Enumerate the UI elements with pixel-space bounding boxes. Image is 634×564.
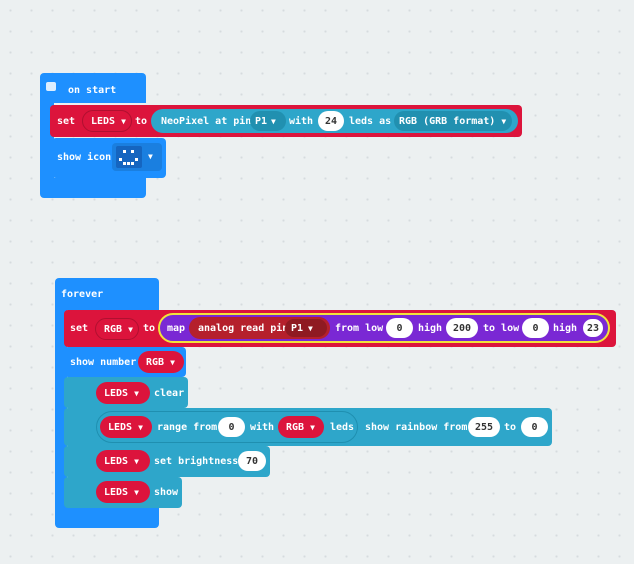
rgb-label: RGB [146, 356, 165, 368]
to-word: to [143, 323, 156, 334]
led-dot [123, 150, 126, 153]
show-icon-label: show icon [57, 152, 112, 163]
leds-label: LEDS [104, 486, 129, 498]
to-word: to [135, 116, 148, 127]
from-high-input[interactable]: 200 [446, 318, 478, 338]
clear-label: clear [154, 388, 185, 399]
led-dot [135, 158, 138, 161]
leds-label: LEDS [104, 387, 129, 399]
led-dot [131, 150, 134, 153]
high-word: high [418, 323, 443, 334]
leds-variable-dropdown[interactable]: LEDS ▼ [82, 110, 132, 132]
led-grid-icon [116, 146, 142, 168]
mode-label: RGB (GRB format) [399, 115, 496, 127]
leds-word: leds [330, 422, 355, 433]
rgb-variable-dropdown[interactable]: RGB ▼ [95, 318, 139, 340]
to-low-input[interactable]: 0 [522, 318, 549, 338]
chevron-down-icon: ▼ [134, 456, 139, 466]
show-label: show [154, 487, 179, 498]
chevron-down-icon: ▼ [121, 116, 126, 126]
chevron-down-icon[interactable]: ▼ [148, 152, 153, 161]
rainbow-to-input[interactable]: 0 [521, 417, 548, 437]
rgb-variable-reporter[interactable]: RGB ▼ [278, 416, 324, 438]
rgb-label: RGB [286, 421, 305, 433]
pin-label: P1 [291, 322, 304, 334]
leds-variable-reporter[interactable]: LEDS ▼ [96, 382, 150, 404]
chevron-down-icon: ▼ [501, 116, 507, 126]
chevron-down-icon: ▼ [271, 116, 276, 126]
high2-word: high [553, 323, 578, 334]
to-word: to [504, 422, 517, 433]
leds-as-word: leds as [349, 116, 392, 127]
led-dot [127, 162, 130, 165]
comment-icon[interactable] [46, 82, 56, 91]
leds-label: LEDS [108, 421, 133, 433]
analog-pin-dropdown[interactable]: P1 ▼ [285, 319, 327, 337]
forever-label: forever [61, 289, 104, 300]
mode-dropdown[interactable]: RGB (GRB format) ▼ [394, 111, 512, 131]
pin-dropdown[interactable]: P1▼ [250, 111, 286, 131]
neopixel-label: NeoPixel at pin [161, 116, 252, 127]
pin-label: P1 [255, 115, 268, 127]
on-start-footer [40, 178, 146, 198]
with-word: with [250, 422, 275, 433]
chevron-down-icon: ▼ [308, 323, 313, 333]
leds-label: LEDS [91, 115, 116, 127]
leds-label: LEDS [104, 455, 129, 467]
to-low-word: to low [483, 323, 520, 334]
leds-variable-reporter[interactable]: LEDS ▼ [100, 416, 152, 438]
with-word: with [289, 116, 314, 127]
set-word: set [70, 323, 89, 334]
led-dot [119, 158, 122, 161]
rgb-label: RGB [104, 323, 123, 335]
on-start-label: on start [68, 85, 117, 96]
show-rainbow-label: show rainbow from [365, 422, 468, 433]
chevron-down-icon: ▼ [310, 422, 315, 432]
rainbow-from-input[interactable]: 255 [468, 417, 500, 437]
set-brightness-label: set brightness [154, 456, 239, 467]
chevron-down-icon: ▼ [170, 357, 175, 367]
chevron-down-icon: ▼ [134, 487, 139, 497]
from-low-input[interactable]: 0 [386, 318, 413, 338]
range-from-word: range from [157, 422, 218, 433]
led-dot [131, 162, 134, 165]
to-high-input[interactable]: 23 [582, 318, 604, 338]
forever-footer [55, 507, 159, 528]
set-word: set [57, 116, 76, 127]
show-number-label: show number [70, 357, 137, 368]
led-dot [123, 162, 126, 165]
leds-variable-reporter[interactable]: LEDS ▼ [96, 481, 150, 503]
chevron-down-icon: ▼ [128, 324, 133, 334]
chevron-down-icon: ▼ [134, 388, 139, 398]
from-low-word: from low [335, 323, 384, 334]
forever-hat [55, 278, 159, 310]
analog-read-label: analog read pin [198, 323, 289, 334]
range-from-input[interactable]: 0 [218, 417, 245, 437]
map-word: map [167, 323, 186, 334]
leds-variable-reporter[interactable]: LEDS ▼ [96, 450, 150, 472]
led-count-input[interactable]: 24 [318, 111, 344, 131]
on-start-hat [40, 73, 146, 103]
chevron-down-icon: ▼ [138, 422, 143, 432]
rgb-variable-reporter[interactable]: RGB ▼ [138, 351, 184, 373]
brightness-input[interactable]: 70 [238, 451, 266, 471]
